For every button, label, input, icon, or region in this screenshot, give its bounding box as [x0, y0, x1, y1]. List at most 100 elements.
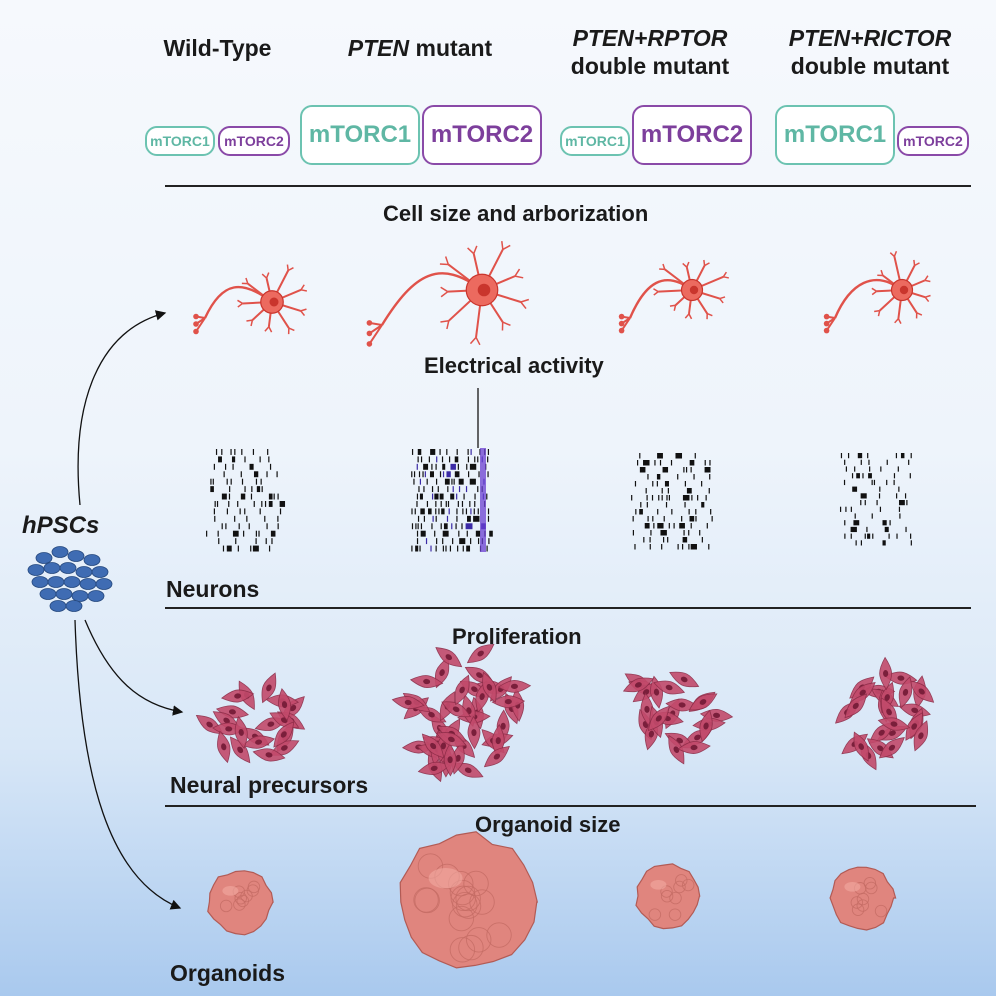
spike-mark [879, 486, 881, 492]
spike-mark [868, 459, 870, 465]
precursor-nucleus [225, 726, 233, 732]
dendrite-branch [669, 304, 677, 311]
mtorc1-pill-rictor: mTORC1 [775, 105, 895, 165]
raster-plot-2 [631, 453, 713, 550]
organoid-lobe [648, 908, 662, 921]
organoid-lobe [673, 880, 686, 894]
precursor-cell [491, 695, 526, 708]
spike-mark [652, 481, 654, 487]
spike-mark [693, 474, 695, 480]
spike-mark [899, 513, 901, 519]
spike-mark [898, 486, 900, 492]
spike-mark [266, 523, 268, 530]
row-label-neurons: Neurons [166, 576, 260, 602]
spike-mark [234, 449, 236, 455]
spike-mark [230, 478, 232, 485]
spike-mark [432, 515, 434, 522]
spike-mark [675, 453, 683, 459]
spike-mark [843, 479, 846, 486]
spike-mark [436, 456, 438, 463]
spike-mark [264, 501, 267, 507]
hpsc-cell [87, 590, 105, 602]
spike-mark [425, 538, 428, 545]
terminal-bouton [823, 327, 830, 334]
spike-mark [634, 481, 637, 487]
spike-mark [649, 544, 651, 550]
precursor-cell [653, 680, 686, 695]
hpsc-cell [55, 588, 73, 600]
precursor-nucleus [495, 737, 501, 745]
spike-mark [239, 508, 241, 515]
precursor-cell [669, 671, 700, 688]
precursor-cluster-3 [835, 656, 935, 771]
precursor-nucleus [902, 688, 909, 696]
dendrite-branch [913, 259, 920, 267]
organoid-lobe [660, 889, 674, 903]
spike-mark [241, 478, 244, 485]
spike-mark [473, 508, 475, 515]
spike-mark [900, 453, 905, 459]
precursor-cell [853, 731, 869, 762]
spike-mark [647, 474, 649, 480]
spike-mark [439, 449, 441, 455]
spike-mark [268, 493, 273, 500]
spike-mark [256, 486, 261, 493]
spike-mark [847, 453, 850, 459]
dendrite-branch [501, 321, 511, 331]
spike-mark [240, 493, 246, 500]
organoid-lobe [448, 905, 475, 932]
precursor-nucleus [223, 717, 230, 724]
spike-mark [277, 493, 279, 500]
spike-mark [260, 478, 262, 485]
spike-mark [661, 495, 663, 501]
spike-mark [420, 508, 425, 515]
spike-mark [845, 506, 847, 512]
dendrite-branch [261, 272, 270, 279]
spike-mark [488, 538, 490, 545]
spike-mark [636, 460, 639, 466]
organoid-lobe [450, 885, 476, 912]
spike-mark [411, 508, 413, 515]
dendrite-branch [719, 296, 726, 304]
spike-mark [462, 508, 464, 515]
organoid-body [829, 866, 897, 931]
spike-mark [447, 501, 450, 507]
terminal-bouton [366, 320, 373, 326]
dendrite-branch [877, 269, 884, 277]
organoid-lobe [233, 898, 246, 911]
spike-mark [457, 545, 459, 552]
spike-mark [244, 486, 246, 493]
spike-mark [439, 493, 444, 500]
dendrite-branch [706, 312, 713, 320]
spike-mark [414, 508, 416, 515]
terminal-bouton [618, 313, 625, 320]
spike-mark [210, 478, 212, 485]
spike-mark [435, 463, 437, 470]
spike-mark [457, 501, 459, 507]
spike-mark [683, 467, 685, 473]
dendrite-branch [501, 241, 511, 251]
precursor-cell [647, 705, 670, 732]
precursor-nucleus [858, 743, 865, 750]
spike-mark [261, 501, 263, 507]
dendrite-branch [469, 336, 481, 346]
spike-mark [643, 537, 645, 543]
organoid-lobe [236, 894, 249, 908]
spike-mark [866, 526, 868, 533]
precursor-cell [417, 761, 451, 775]
spike-mark [679, 523, 685, 529]
spike-mark [452, 538, 454, 545]
spike-mark [450, 493, 455, 500]
mtorc1-pill-rptor: mTORC1 [560, 126, 630, 156]
spike-mark [632, 516, 634, 522]
spike-mark [248, 523, 250, 530]
spike-mark [218, 456, 222, 463]
precursor-cell [913, 720, 929, 752]
spike-mark [417, 523, 419, 530]
spike-mark [273, 493, 275, 500]
spike-mark [420, 456, 423, 463]
neuron-nucleus [899, 285, 909, 295]
spike-mark [699, 530, 701, 536]
dendrite-branch [520, 298, 530, 310]
organoid-lobe [850, 896, 864, 909]
